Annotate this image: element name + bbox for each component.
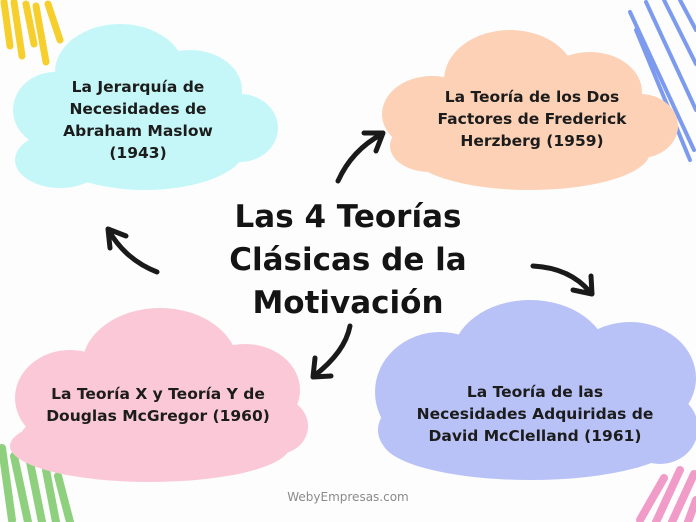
arrow-to-mcclelland [530, 263, 595, 297]
scribble-bottom-left [0, 444, 74, 522]
cloud-herzberg [382, 30, 678, 190]
theory-label-mcclelland: La Teoría de las Necesidades Adquiridas … [416, 383, 654, 445]
cloud-mcgregor [10, 308, 308, 482]
arrow-to-mcgregor [310, 323, 353, 380]
cloud-mcclelland [375, 300, 696, 480]
watermark: WebyEmpresas.com [287, 490, 409, 504]
arrow-to-maslow [105, 226, 160, 275]
diagram-title: Las 4 Teorías Clásicas de la Motivación [229, 199, 467, 321]
scribble-bottom-right [636, 466, 696, 522]
scribble-top-left [0, 0, 64, 66]
theory-label-herzberg: La Teoría de los Dos Factores de Frederi… [437, 88, 627, 150]
cloud-maslow [13, 24, 278, 190]
scribble-top-right [628, 0, 696, 162]
cycle-arrows [105, 130, 595, 380]
theory-label-maslow: La Jerarquía de Necesidades de Abraham M… [63, 78, 213, 162]
theory-label-mcgregor: La Teoría X y Teoría Y de Douglas McGreg… [46, 385, 270, 425]
arrow-to-herzberg [335, 130, 386, 184]
